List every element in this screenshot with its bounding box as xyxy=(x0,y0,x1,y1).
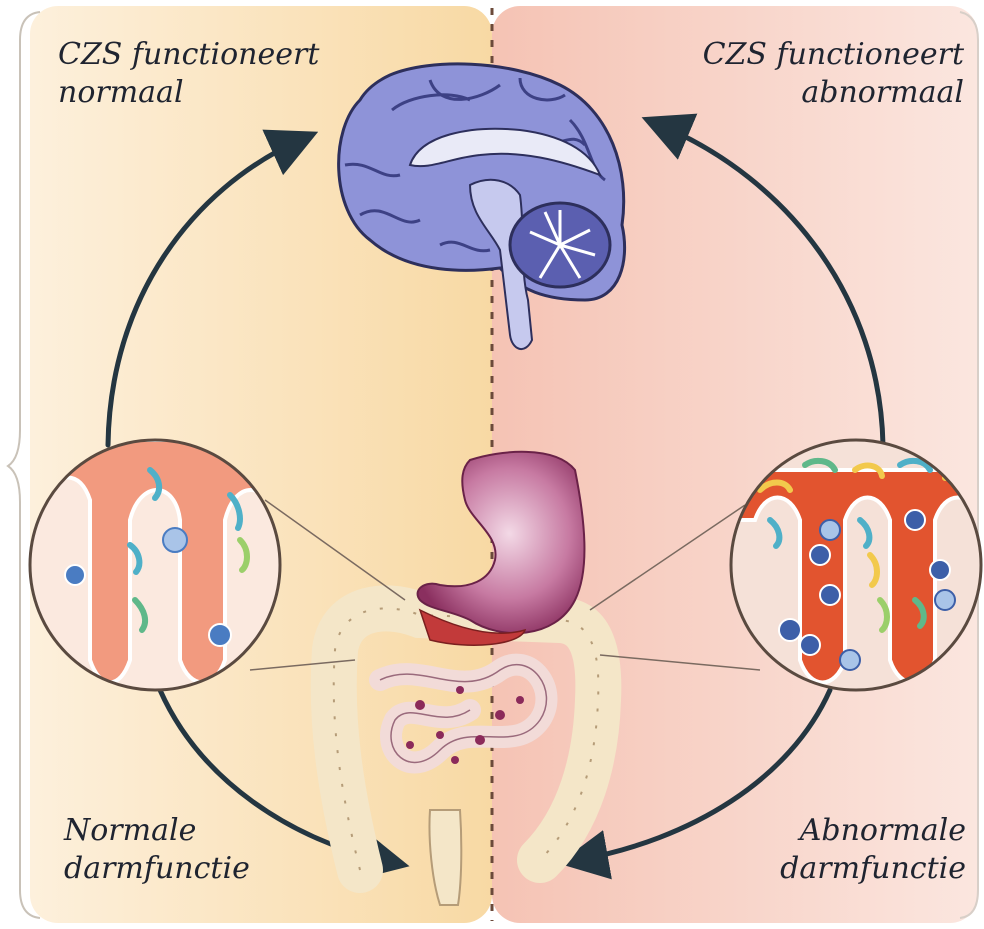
label-cns-normal-line1: CZS functioneert xyxy=(58,36,319,74)
label-cns-abnormal: CZS functioneert abnormaal xyxy=(703,36,964,112)
label-cns-abnormal-line1: CZS functioneert xyxy=(703,36,964,74)
normal-villi-icon xyxy=(30,440,280,690)
label-gut-abnormal-line1: Abnormale xyxy=(780,812,966,850)
label-gut-normal: Normale darmfunctie xyxy=(64,812,250,888)
label-cns-normal-line2: normaal xyxy=(58,74,319,112)
abnormal-villi-icon xyxy=(731,440,981,690)
label-cns-normal: CZS functioneert normaal xyxy=(58,36,319,112)
label-gut-normal-line1: Normale xyxy=(64,812,250,850)
label-gut-abnormal: Abnormale darmfunctie xyxy=(780,812,966,888)
label-gut-abnormal-line2: darmfunctie xyxy=(780,850,966,888)
label-cns-abnormal-line2: abnormaal xyxy=(703,74,964,112)
label-gut-normal-line2: darmfunctie xyxy=(64,850,250,888)
